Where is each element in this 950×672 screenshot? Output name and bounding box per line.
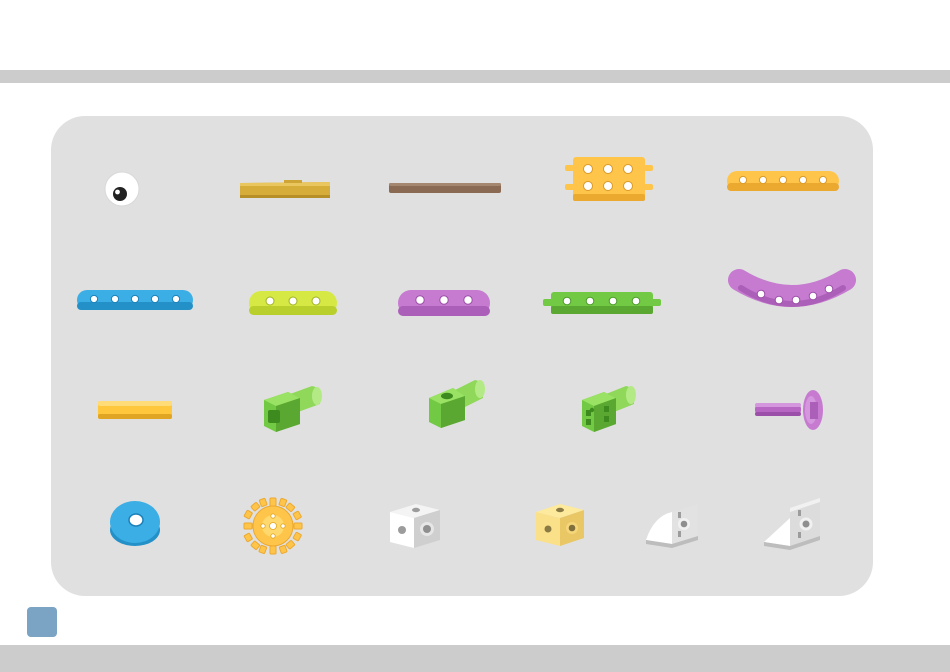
bottom-divider-band <box>0 645 950 672</box>
plate-yellow-2x3-icon <box>562 154 656 206</box>
cube-yellow-icon <box>532 500 588 550</box>
beam-green-4-hole-pegs-icon <box>540 288 664 318</box>
gear-yellow-icon <box>240 496 306 556</box>
washer-blue-icon <box>107 498 163 550</box>
beam-yellow-5-hole-icon <box>724 166 842 196</box>
pin-purple-icon <box>752 386 826 434</box>
beam-purple-3-hole-icon <box>395 287 493 319</box>
wedge-white-small-icon <box>642 500 704 552</box>
page-marker-square <box>27 607 57 637</box>
axle-gold-short-icon <box>95 398 175 422</box>
wedge-white-large-icon <box>760 496 826 552</box>
eye-part-icon <box>100 170 144 208</box>
arc-purple-curved-icon <box>733 272 851 322</box>
connector-green-b-icon <box>425 376 489 430</box>
rod-brown-long-icon <box>386 178 504 198</box>
axle-gold-long-icon <box>236 176 334 202</box>
beam-lime-3-hole-icon <box>246 288 340 318</box>
cube-white-icon <box>386 500 444 552</box>
connector-green-a-icon <box>260 382 326 434</box>
connector-green-c-icon <box>578 382 640 434</box>
top-divider-band <box>0 70 950 83</box>
beam-blue-5-hole-icon <box>74 286 196 316</box>
